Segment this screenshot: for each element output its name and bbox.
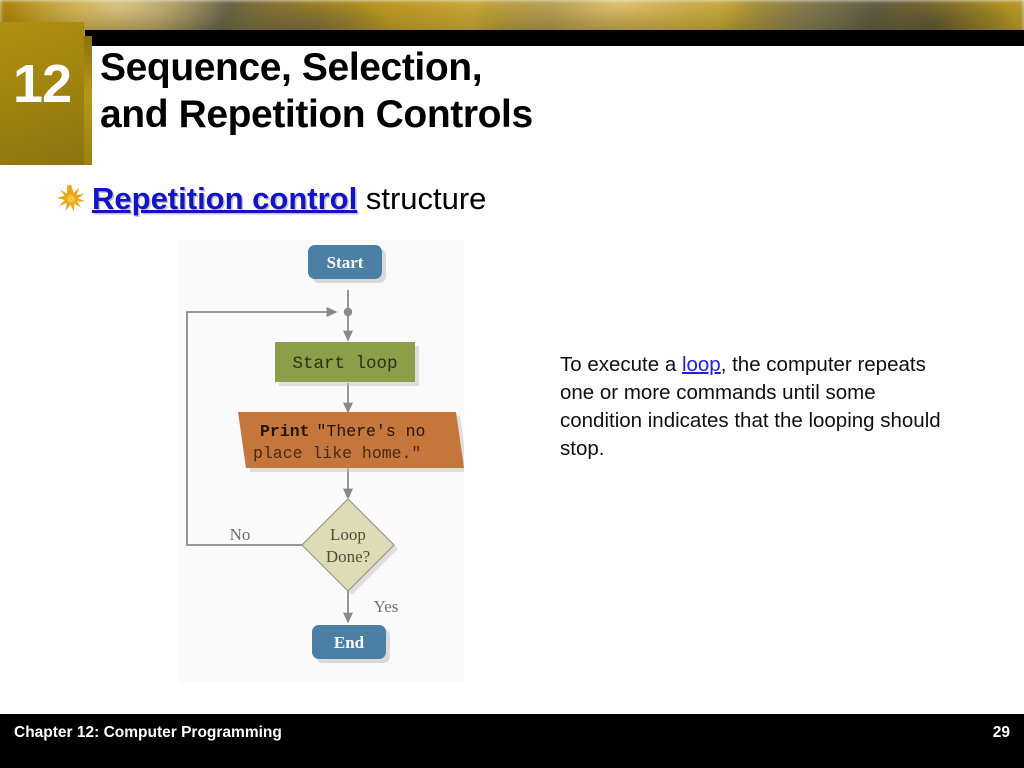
chapter-number: 12 bbox=[12, 54, 72, 114]
node-print-quote-1: "There's no bbox=[317, 422, 426, 441]
explanation-part-1: To execute a bbox=[560, 352, 682, 376]
connector-dot bbox=[343, 307, 353, 317]
explanation-text: To execute a loop, the computer repeats … bbox=[560, 351, 945, 463]
edge-label-yes: Yes bbox=[374, 597, 399, 616]
node-start bbox=[308, 245, 382, 279]
repetition-flowchart: Start Start loop Print "There's no place … bbox=[186, 245, 464, 663]
explanation-part-2: , the computer repeats one or more comma… bbox=[560, 352, 941, 460]
edge-decision-no-loopback bbox=[186, 306, 338, 546]
node-print-line-2: place like home." bbox=[253, 444, 421, 463]
chapter-number-block: 12 bbox=[0, 22, 84, 165]
edge-label-no: No bbox=[230, 525, 251, 544]
title-gold-accent-rule bbox=[84, 36, 92, 165]
bullet-row: Repetition control structure bbox=[56, 182, 486, 216]
footer-chapter-label: Chapter 12: Computer Programming bbox=[14, 724, 282, 741]
explanation-block: To execute a loop, the computer repeats … bbox=[560, 330, 945, 483]
header-black-bar bbox=[85, 30, 1024, 46]
bullet-text: Repetition control structure bbox=[92, 182, 486, 216]
node-start-loop-label: Start loop bbox=[292, 354, 397, 374]
bullet-rest: structure bbox=[357, 181, 487, 216]
page-title: Sequence, Selection, and Repetition Cont… bbox=[100, 44, 980, 138]
node-start-loop bbox=[275, 342, 415, 382]
page-title-line-1: Sequence, Selection, bbox=[100, 46, 483, 89]
footer-bar bbox=[0, 714, 1024, 768]
node-print-line-1: Print "There's no bbox=[260, 422, 425, 441]
node-end-label: End bbox=[334, 633, 365, 652]
node-decision-label-line-2: Done? bbox=[326, 547, 370, 566]
node-decision-label-line-1: Loop bbox=[330, 525, 366, 544]
node-decision bbox=[301, 498, 395, 592]
node-print bbox=[238, 412, 464, 468]
flowchart-panel: Start Start loop Print "There's no place … bbox=[178, 240, 464, 683]
node-end bbox=[312, 625, 386, 659]
explanation-keyword: loop bbox=[681, 352, 721, 376]
bullet-keyword: Repetition control bbox=[92, 181, 358, 216]
page-title-line-2: and Repetition Controls bbox=[100, 93, 533, 136]
node-start-label: Start bbox=[327, 253, 364, 272]
sunburst-star-icon bbox=[56, 184, 86, 212]
footer-page-number: 29 bbox=[992, 724, 1010, 741]
node-print-keyword: Print bbox=[260, 422, 310, 441]
